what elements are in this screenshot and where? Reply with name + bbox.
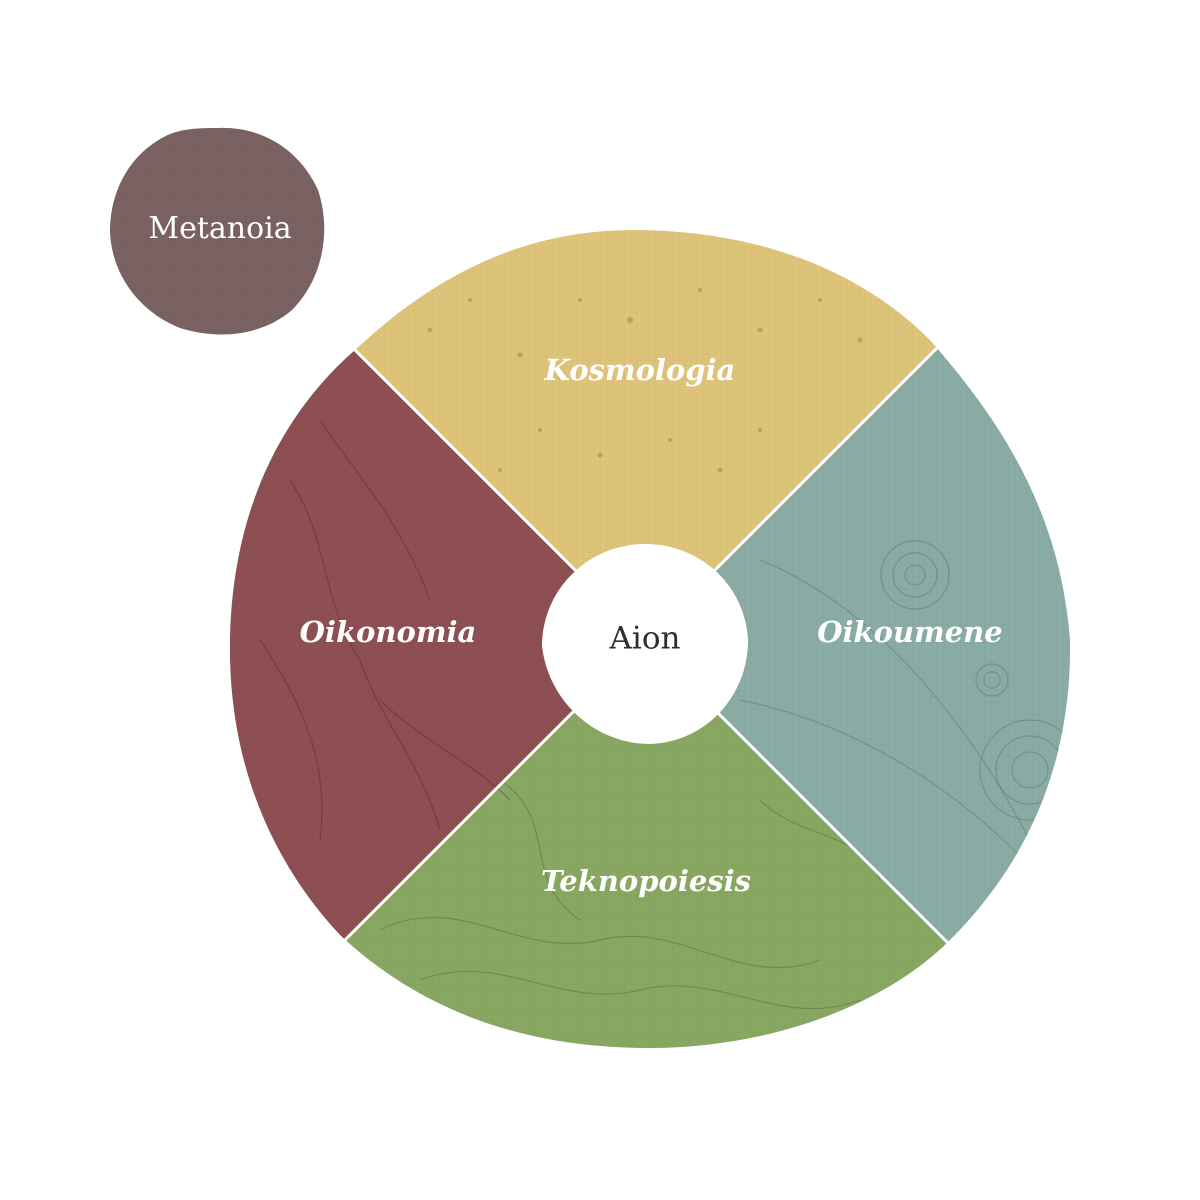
oikoumene-label: Oikoumene [817, 615, 1002, 649]
metanoia-texture [110, 127, 325, 335]
teknopoiesis-label: Teknopoiesis [541, 864, 751, 898]
oikonomia-label: Oikonomia [300, 615, 477, 649]
metanoia-label: Metanoia [148, 211, 291, 246]
aion-node[interactable]: Aion [542, 544, 748, 744]
kosmologia-star-dots [427, 288, 863, 473]
oikonomia-rivers [259, 419, 511, 841]
metanoia-node[interactable]: Metanoia [110, 127, 325, 335]
aion-circle [542, 544, 748, 744]
aion-label: Aion [609, 621, 681, 657]
kosmologia-label: Kosmologia [544, 353, 736, 387]
